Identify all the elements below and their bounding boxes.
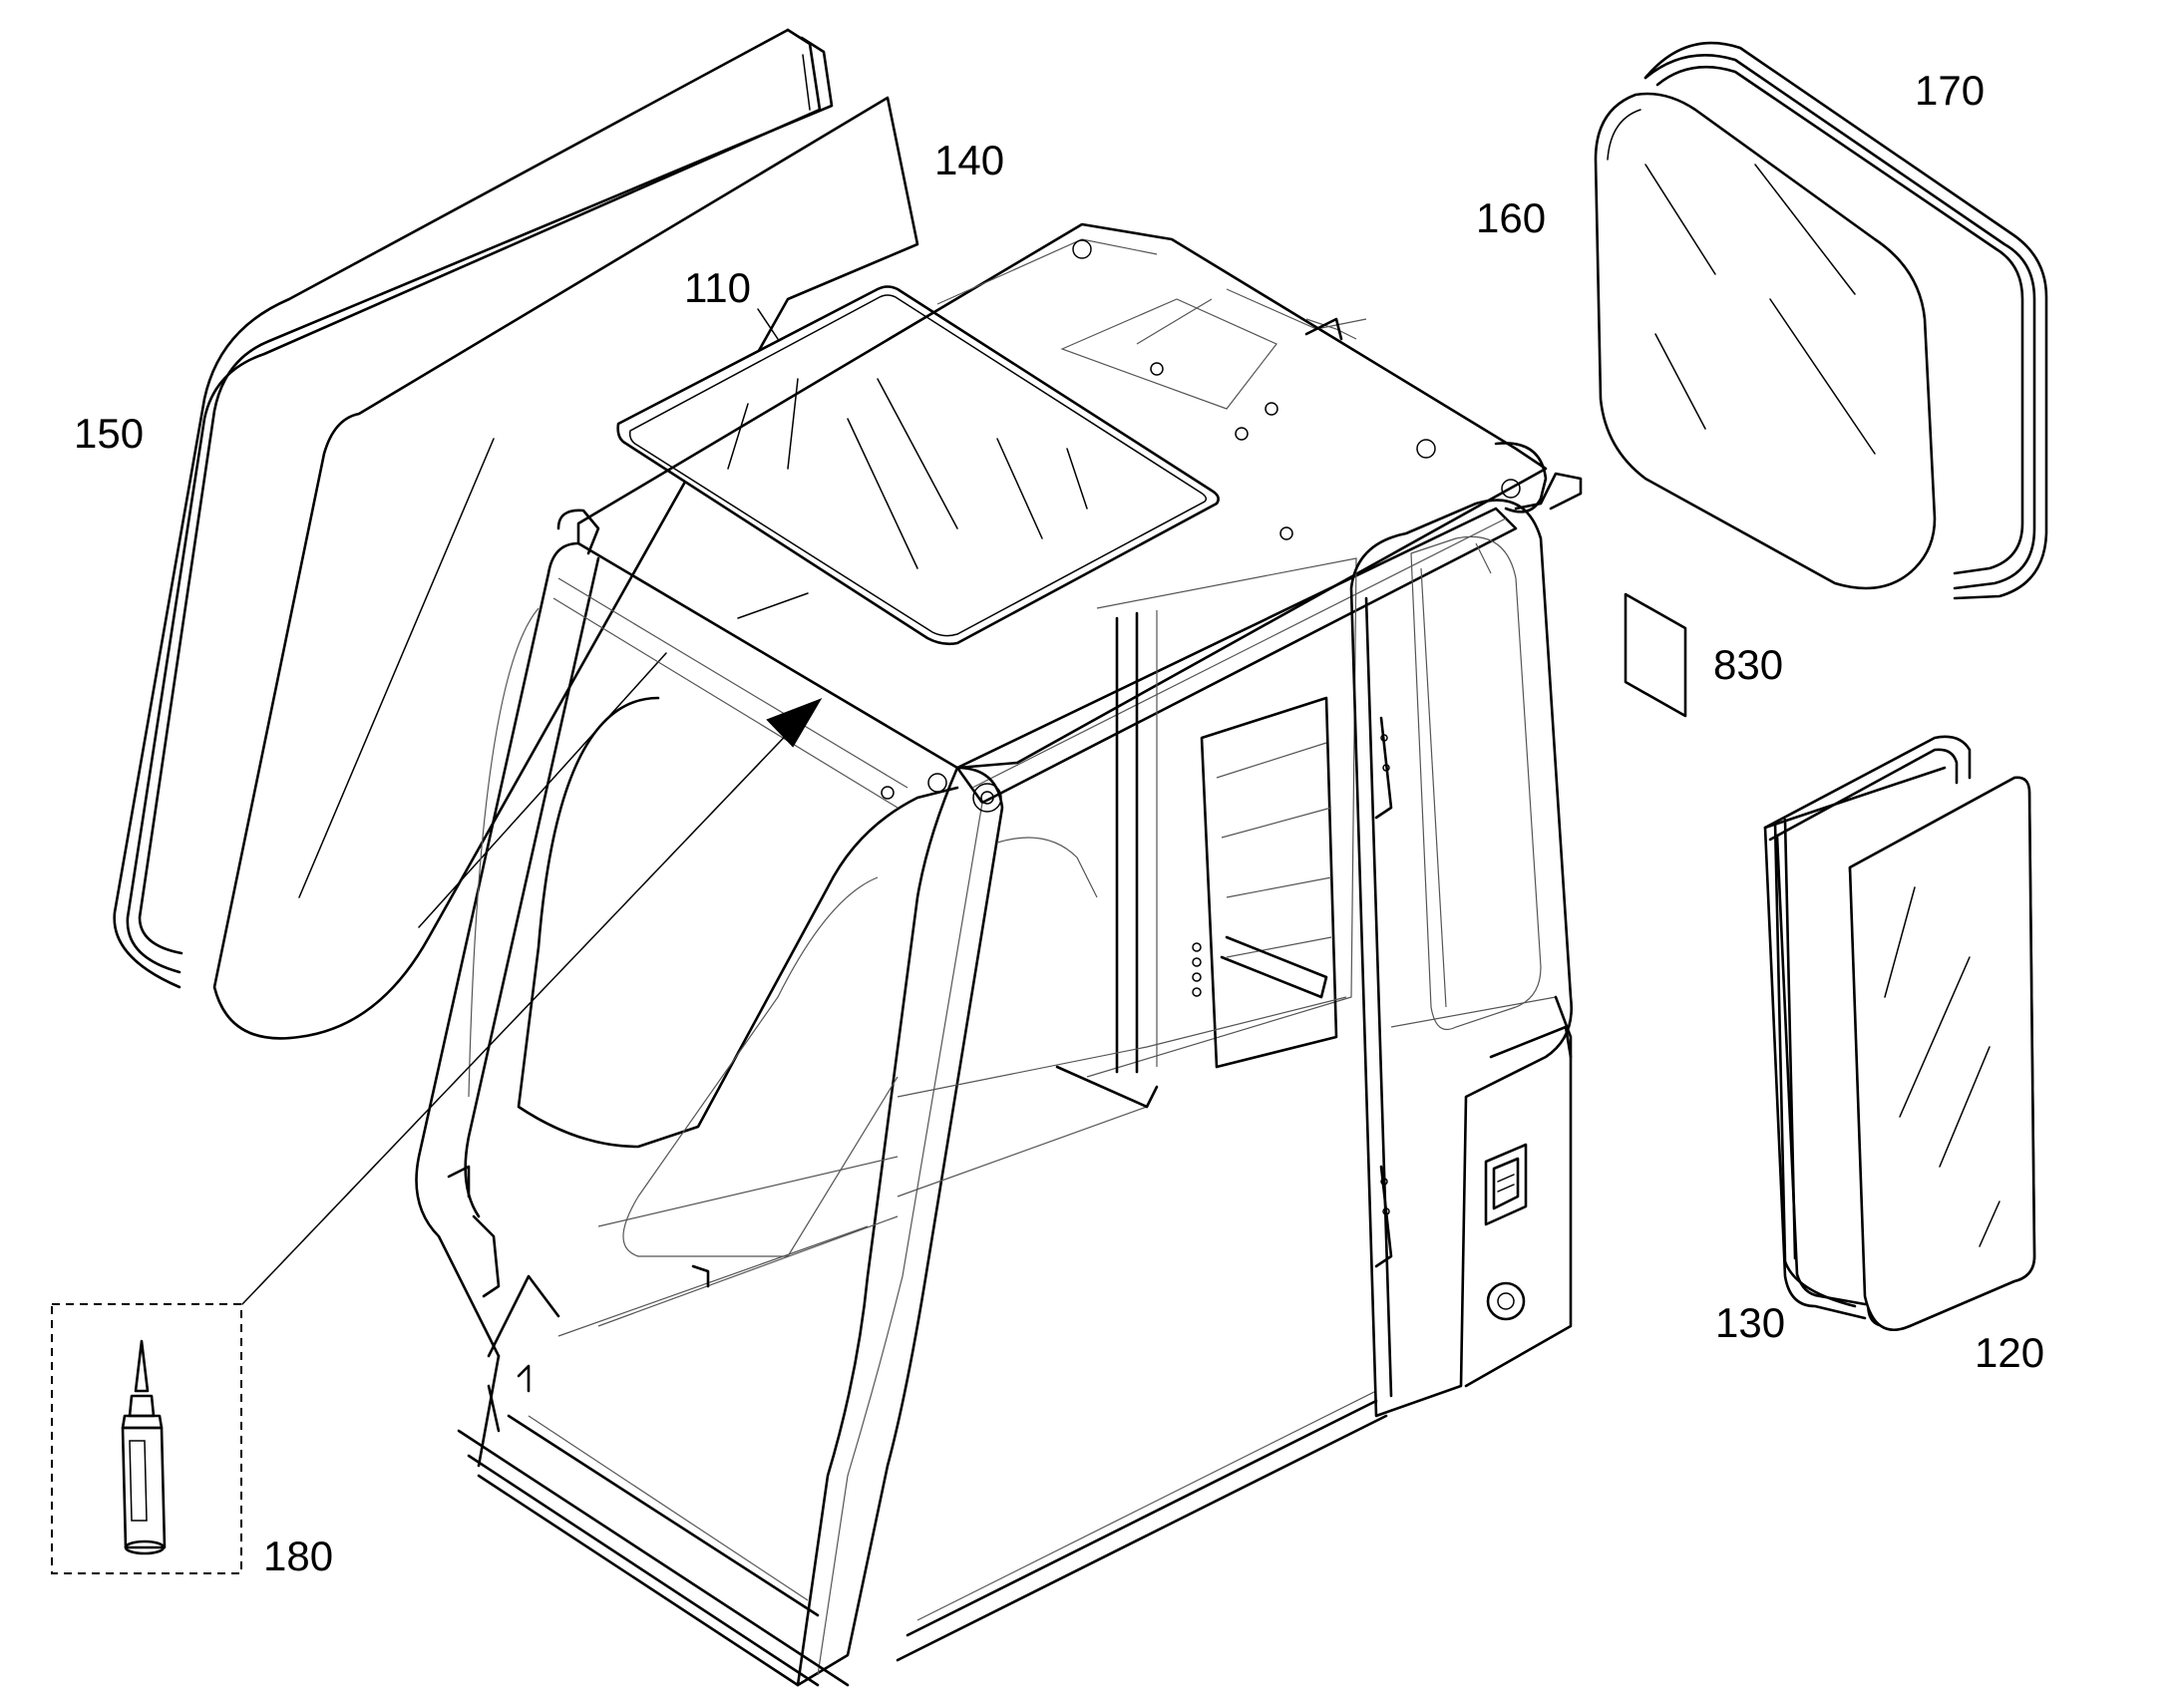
leader-arrow <box>241 698 823 1305</box>
callout-150: 150 <box>74 410 145 457</box>
callout-110: 110 <box>684 264 751 311</box>
part-170-side-seal <box>1643 41 2048 600</box>
part-130-side-seal <box>1763 735 1972 1320</box>
cab-frame <box>415 222 1583 1687</box>
callout-130: 130 <box>1715 1299 1786 1346</box>
part-140-front-glass <box>212 96 919 1040</box>
part-150-front-seal <box>113 28 834 989</box>
part-160-side-glass <box>1594 92 1937 590</box>
callout-120: 120 <box>1975 1329 2045 1376</box>
part-180-sealant-tube <box>51 1303 242 1574</box>
part-110-roof-glass <box>616 285 1220 646</box>
callout-160: 160 <box>1476 194 1547 241</box>
part-830-sticker <box>1624 592 1687 718</box>
callout-180: 180 <box>263 1533 334 1579</box>
part-120-side-glass <box>1763 766 2036 1332</box>
callout-170: 170 <box>1915 67 1986 114</box>
callout-140: 140 <box>934 137 1005 183</box>
callout-830: 830 <box>1713 641 1784 688</box>
